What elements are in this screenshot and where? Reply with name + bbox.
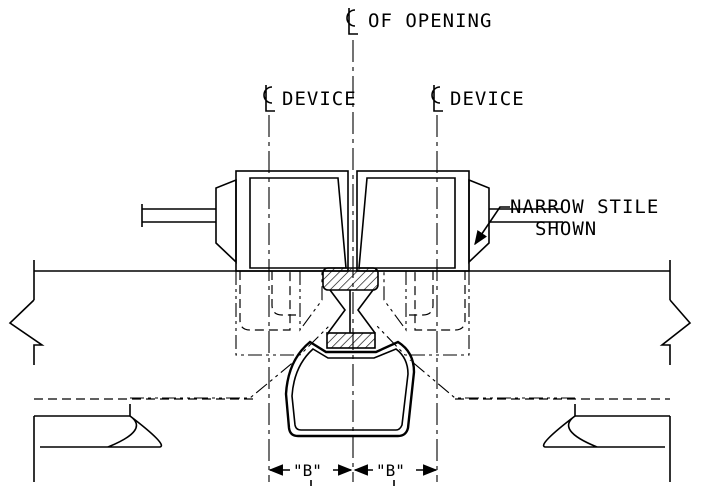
floor-stop-right: [542, 404, 665, 448]
floor-stop-left: [40, 404, 163, 448]
lower-latch-block: [326, 332, 376, 349]
dimension-b-right: "B": [353, 461, 438, 486]
left-device: [141, 170, 349, 272]
right-device: [356, 170, 563, 272]
cl-device-left-text: DEVICE: [282, 88, 357, 110]
dimension-b-left: "B": [268, 461, 353, 486]
centerline-symbol-icon: [263, 85, 275, 112]
callout-line1: NARROW STILE: [510, 196, 659, 218]
centerline-opening-label: OF OPENING: [346, 8, 492, 35]
cl-opening-text: OF OPENING: [368, 10, 492, 32]
centerline-symbol-icon: [346, 8, 358, 35]
callout-line2: SHOWN: [535, 218, 597, 240]
hidden-clips: [239, 271, 466, 331]
center-mechanism: [284, 267, 416, 438]
dim-b-right-text: "B": [376, 461, 405, 480]
centerline-device-right-label: DEVICE: [431, 85, 525, 112]
centerline-symbol-icon: [431, 85, 443, 112]
dim-b-left-text: "B": [293, 461, 322, 480]
cl-device-right-text: DEVICE: [450, 88, 525, 110]
strike-housing: [284, 340, 416, 438]
narrow-stile-callout: NARROW STILE SHOWN: [474, 196, 659, 246]
phantom-paths: [130, 271, 575, 399]
upper-latch-block: [322, 267, 379, 291]
centerline-device-left-label: DEVICE: [263, 85, 357, 112]
